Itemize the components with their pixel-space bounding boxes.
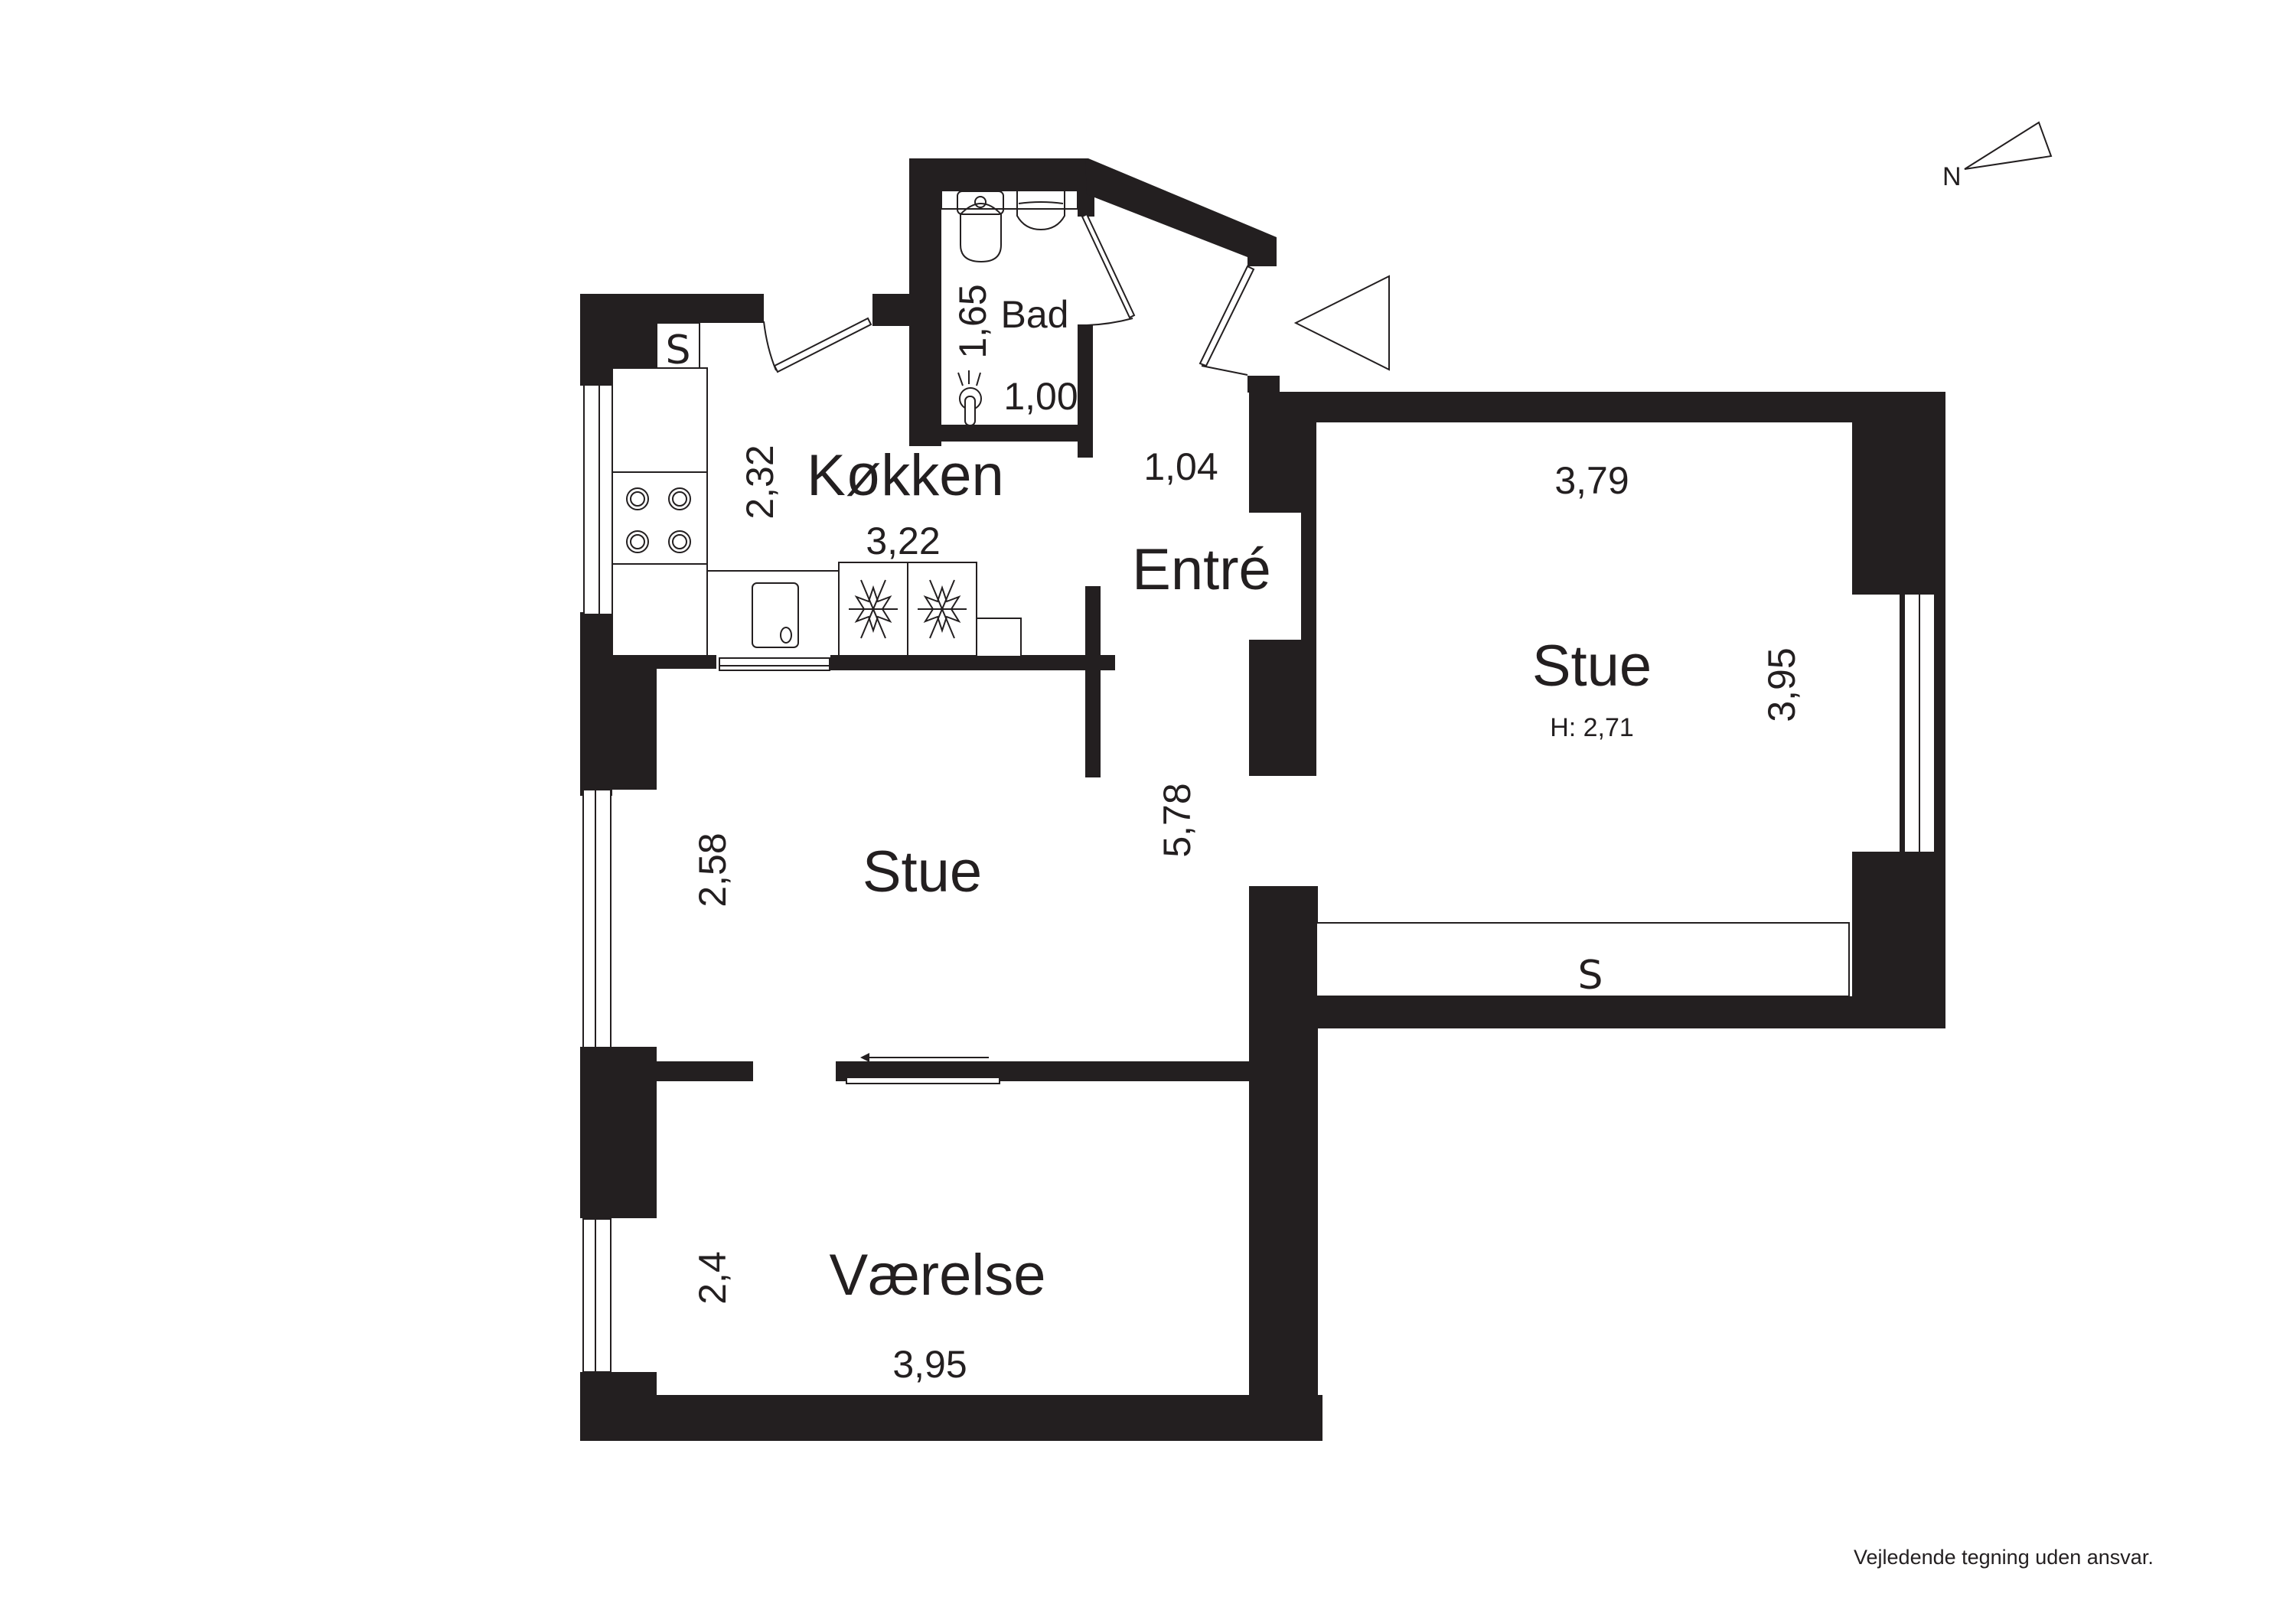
- living-right-width: 3,79: [1554, 459, 1629, 502]
- bath-depth: 1,65: [951, 284, 994, 358]
- walls: [580, 158, 1945, 1441]
- living-left-depth: 2,58: [691, 833, 734, 907]
- room-name-entry: Entré: [1132, 537, 1271, 602]
- stove-icon: [626, 487, 691, 553]
- appliance-star-icon: [849, 579, 898, 639]
- sink-icon: [752, 582, 799, 648]
- room-labels: Køkken 3,22 2,32 Bad 1,00 1,65 Entré 1,0…: [665, 284, 1803, 1386]
- doors: [763, 213, 1255, 1084]
- shower-icon: [957, 370, 982, 426]
- appliance-star-icon: [918, 579, 967, 639]
- windows: [582, 384, 1936, 1373]
- room-name-kitchen: Køkken: [807, 443, 1004, 508]
- room-name-living-right: Stue: [1532, 634, 1652, 699]
- compass: N: [1942, 121, 2053, 191]
- room-name-living-left: Stue: [863, 839, 982, 904]
- room-name-bedroom: Værelse: [830, 1243, 1046, 1308]
- bath-width: 1,00: [1003, 375, 1078, 418]
- compass-label: N: [1942, 162, 1962, 191]
- wash-basin-icon: [1016, 191, 1065, 231]
- bedroom-width: 3,95: [892, 1343, 967, 1386]
- kitchen-fixtures: [612, 322, 1022, 657]
- living-right-depth: 3,95: [1760, 647, 1803, 722]
- disclaimer-text: Vejledende tegning uden ansvar.: [1854, 1546, 2154, 1569]
- storage-label-kitchen: S: [665, 328, 690, 373]
- entrance-arrow-icon: [1293, 275, 1390, 371]
- living-left-width: 5,78: [1156, 783, 1199, 857]
- closet: [1316, 922, 1850, 997]
- north-arrow-icon: [1964, 121, 2053, 170]
- entry-width: 1,04: [1143, 445, 1218, 488]
- bedroom-depth: 2,4: [691, 1251, 734, 1305]
- kitchen-width: 3,22: [866, 520, 940, 562]
- toilet-icon: [957, 191, 1004, 263]
- room-name-bath: Bad: [1001, 293, 1069, 336]
- bathroom-fixtures: [941, 190, 1078, 426]
- kitchen-depth: 2,32: [739, 445, 781, 519]
- ceiling-height: H: 2,71: [1550, 713, 1634, 742]
- storage-label-living: S: [1577, 953, 1603, 999]
